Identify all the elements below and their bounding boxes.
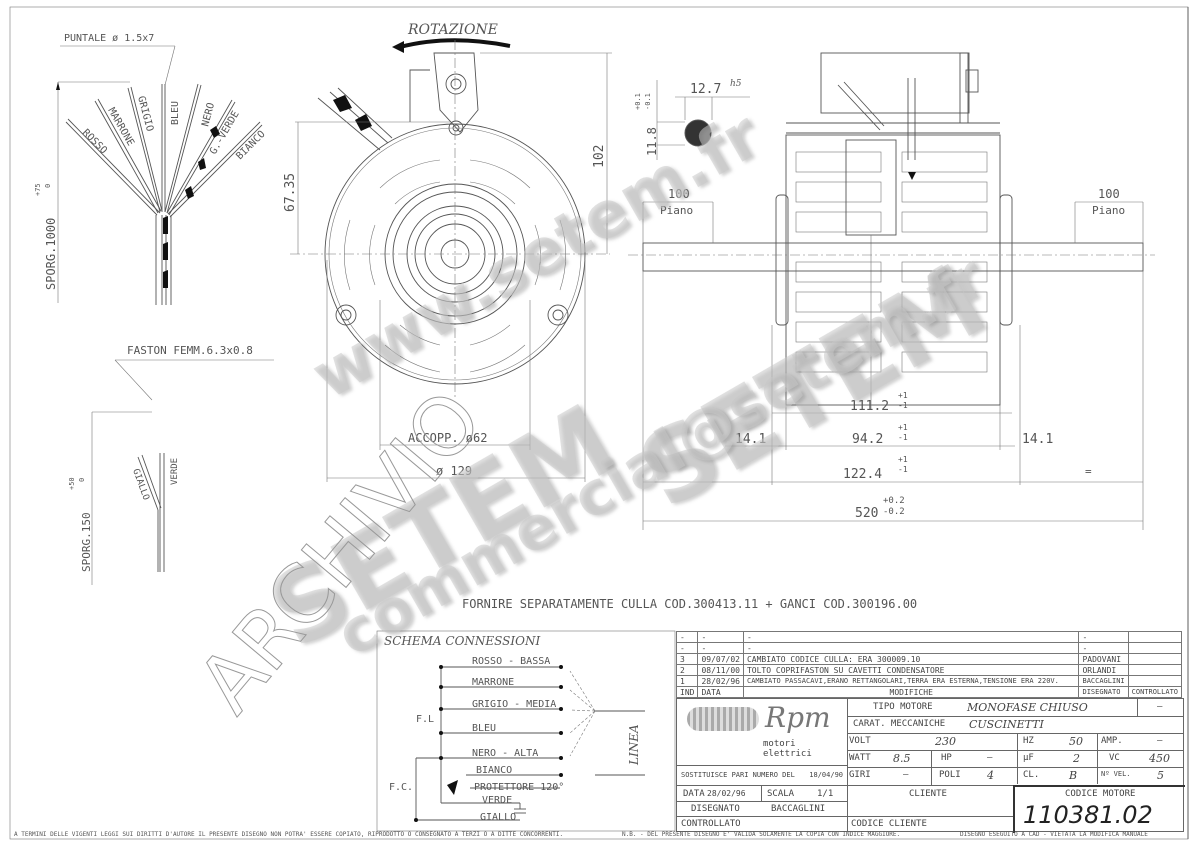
svg-text:520: 520 — [855, 506, 878, 521]
wire-bundle-bottom: FASTON FEMM.6.3x0.8 SPORG.150 +50 0 GIAL… — [68, 344, 274, 585]
svg-text:+0.2: +0.2 — [883, 496, 905, 506]
svg-text:NERO - ALTA: NERO - ALTA — [472, 748, 538, 759]
svg-text:NERO: NERO — [200, 102, 217, 128]
shaft-section: 12.7 h5 11.8 +0.1 -0.1 — [634, 79, 750, 160]
svg-text:BLEU: BLEU — [472, 723, 496, 734]
svg-text:-1: -1 — [898, 465, 908, 474]
svg-text:F.L: F.L — [416, 714, 434, 725]
svg-text:0: 0 — [78, 478, 86, 482]
svg-text:-0.1: -0.1 — [644, 93, 652, 110]
specs-grid: TIPO MOTORE MONOFASE CHIUSO — CARAT. MEC… — [847, 699, 1183, 785]
svg-text:ROTAZIONE: ROTAZIONE — [407, 22, 498, 38]
brand-area: Rpm motori elettrici — [677, 699, 848, 765]
svg-text:100: 100 — [1098, 187, 1120, 201]
supply-note: FORNIRE SEPARATAMENTE CULLA COD.300413.1… — [462, 597, 917, 611]
svg-text:GIALLO: GIALLO — [480, 812, 516, 823]
svg-text:-1: -1 — [898, 433, 908, 442]
svg-text:-0.2: -0.2 — [883, 507, 905, 517]
svg-text:+75: +75 — [34, 183, 42, 196]
svg-text:Piano: Piano — [660, 204, 693, 217]
svg-text:ROSSO: ROSSO — [80, 127, 109, 156]
svg-text:14.1: 14.1 — [1022, 432, 1053, 447]
svg-text:11.8: 11.8 — [645, 127, 659, 156]
svg-text:SPORG.1000: SPORG.1000 — [44, 218, 58, 290]
svg-text:MARRONE: MARRONE — [472, 677, 514, 688]
wire-bundle-top: PUNTALE ø 1.5x7 SPORG.1000 +75 0 ROSSO — [34, 33, 268, 305]
rpm-logo-icon — [687, 707, 759, 731]
svg-text:12.7: 12.7 — [690, 82, 721, 97]
svg-text:102: 102 — [592, 145, 607, 168]
drawing-info: DATA 28/02/96 SCALA 1/1 DISEGNATO BACCAG… — [677, 785, 848, 832]
motor-front-view: ROTAZIONE — [283, 22, 612, 482]
motor-code: 110381.02 — [1023, 801, 1153, 829]
connection-schema: SCHEMA CONNESSIONI — [376, 630, 676, 832]
svg-text:+1: +1 — [898, 423, 908, 432]
svg-text:VERDE: VERDE — [170, 458, 180, 485]
cad-note: DISEGNO ESEGUITO A CAD - VIETATA LA MODI… — [960, 831, 1148, 838]
svg-text:PROTETTORE 120°: PROTETTORE 120° — [474, 782, 564, 793]
revision-row: ---- — [675, 642, 1183, 654]
footer-notes: A TERMINI DELLE VIGENTI LEGGI SUI DIRITT… — [14, 831, 1184, 838]
svg-text:BLEU: BLEU — [170, 101, 181, 125]
svg-text:ø 129: ø 129 — [436, 464, 472, 478]
svg-text:94.2: 94.2 — [852, 432, 883, 447]
svg-text:ROSSO - BASSA: ROSSO - BASSA — [472, 656, 550, 667]
svg-text:GRIGIO - MEDIA: GRIGIO - MEDIA — [472, 699, 556, 710]
sostituisce-row: SOSTITUISCE PARI NUMERO DEL 18/04/90 — [677, 765, 848, 786]
svg-text:VERDE: VERDE — [482, 795, 512, 806]
svg-text:BIANCO: BIANCO — [234, 129, 267, 162]
brand-name: Rpm — [765, 701, 831, 734]
svg-text:h5: h5 — [730, 79, 742, 89]
svg-text:LINEA: LINEA — [627, 724, 641, 766]
svg-text:+0.1: +0.1 — [634, 93, 642, 110]
brand-subtitle: motori elettrici — [763, 739, 812, 759]
svg-text:SCHEMA CONNESSIONI: SCHEMA CONNESSIONI — [384, 634, 540, 648]
svg-text:F.C.: F.C. — [389, 782, 413, 793]
svg-text:14.1: 14.1 — [735, 432, 766, 447]
svg-text:BIANCO: BIANCO — [476, 765, 512, 776]
svg-text:111.2: 111.2 — [850, 399, 889, 414]
title-block: Rpm motori elettrici SOSTITUISCE PARI NU… — [676, 698, 1185, 833]
svg-text:FASTON FEMM.6.3x0.8: FASTON FEMM.6.3x0.8 — [127, 344, 253, 357]
svg-text:0: 0 — [44, 184, 52, 188]
svg-text:100: 100 — [668, 187, 690, 201]
svg-text:122.4: 122.4 — [843, 467, 882, 482]
svg-text:67.35: 67.35 — [283, 173, 298, 212]
copyright-note: A TERMINI DELLE VIGENTI LEGGI SUI DIRITT… — [14, 831, 564, 838]
codice-motore-box: CODICE MOTORE 110381.02 — [1013, 785, 1185, 833]
svg-text:ACCOPP. ø62: ACCOPP. ø62 — [408, 431, 487, 445]
nb-note: N.B. - DEL PRESENTE DISEGNO E' VALIDA SO… — [622, 831, 901, 838]
svg-text:SPORG.150: SPORG.150 — [80, 512, 93, 572]
svg-text:+50: +50 — [68, 477, 76, 490]
revision-row: ---- — [675, 631, 1183, 643]
svg-text:+1: +1 — [898, 455, 908, 464]
cliente-box: CLIENTE CODICE CLIENTE — [847, 785, 1014, 832]
svg-text:-1: -1 — [898, 401, 908, 410]
svg-text:PUNTALE ø 1.5x7: PUNTALE ø 1.5x7 — [64, 33, 154, 44]
svg-text:GIALLO: GIALLO — [130, 468, 151, 502]
svg-text:=: = — [1085, 465, 1092, 478]
motor-side-view: 100 Piano 100 Piano 111.2 +1 -1 14.1 94.… — [628, 52, 1155, 530]
svg-text:Piano: Piano — [1092, 204, 1125, 217]
svg-text:+1: +1 — [898, 391, 908, 400]
